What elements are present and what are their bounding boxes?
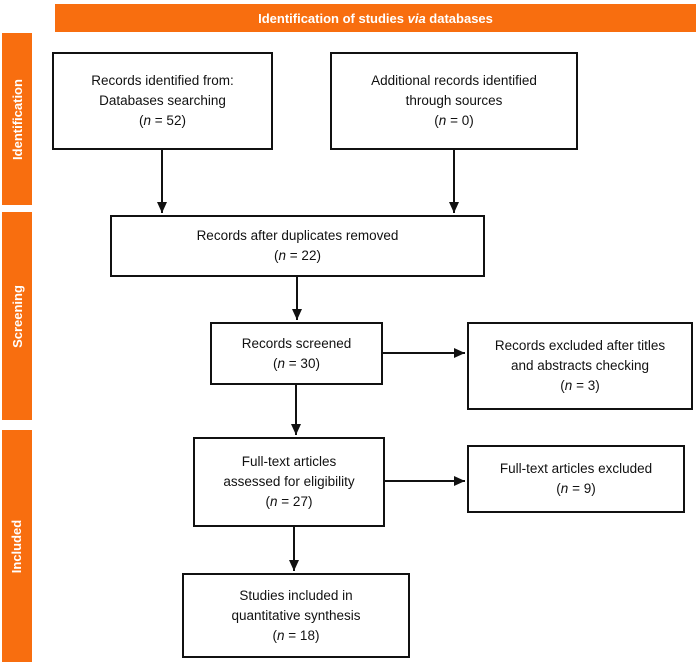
box-text-line: Additional records identified [371, 73, 537, 88]
stage-label-included: Included [9, 519, 25, 573]
stage-bar-identification: Identification [2, 33, 32, 205]
box-text-line: Records excluded after titles [494, 338, 666, 353]
box-text-line: (n = 18) [272, 627, 320, 643]
box-text-line: Records after duplicates removed [196, 228, 399, 243]
duplicates-removed-box: Records after duplicates removed (n = 22) [110, 215, 485, 277]
fulltext-excluded-box: Full-text articles excluded (n = 9) [467, 445, 685, 513]
box-text-line: quantitative synthesis [231, 607, 361, 623]
box-text-line: Records screened [241, 335, 352, 351]
box-text-line: (n = 3) [560, 378, 600, 393]
box-text-line: and abstracts checking [510, 358, 650, 373]
stage-label-screening: Screening [9, 284, 25, 348]
additional-records-box: Additional records identified through sou… [330, 52, 578, 150]
box-text-line: Databases searching [99, 93, 226, 108]
stage-label-identification: Identification [9, 78, 25, 160]
header-title: Identification of studies via databases [258, 10, 493, 26]
records-excluded-box: Records excluded after titles and abstrac… [467, 322, 693, 410]
box-text-line: Full-text articles excluded [499, 461, 653, 476]
box-text-line: (n = 27) [265, 494, 313, 509]
stage-bar-screening: Screening [2, 212, 32, 420]
box-text-line: (n = 52) [139, 113, 186, 128]
records-identified-box: Records identified from: Databases search… [52, 52, 273, 150]
box-text-line: (n = 22) [274, 248, 321, 263]
header-bar: Identification of studies via databases [55, 4, 696, 32]
box-text-line: through sources [405, 93, 503, 108]
box-text-line: assessed for eligibility [223, 474, 355, 489]
stage-bar-included: Included [2, 430, 32, 662]
fulltext-assessed-box: Full-text articles assessed for eligibili… [193, 437, 385, 527]
box-text-line: Records identified from: [91, 73, 234, 88]
records-screened-box: Records screened (n = 30) [210, 322, 383, 385]
box-text-line: (n = 9) [556, 481, 596, 496]
box-text-line: (n = 0) [434, 113, 474, 128]
studies-included-box: Studies included in quantitative synthesi… [182, 573, 410, 658]
box-text-line: (n = 30) [273, 355, 320, 371]
box-text-line: Studies included in [239, 587, 353, 603]
box-text-line: Full-text articles [241, 454, 337, 469]
